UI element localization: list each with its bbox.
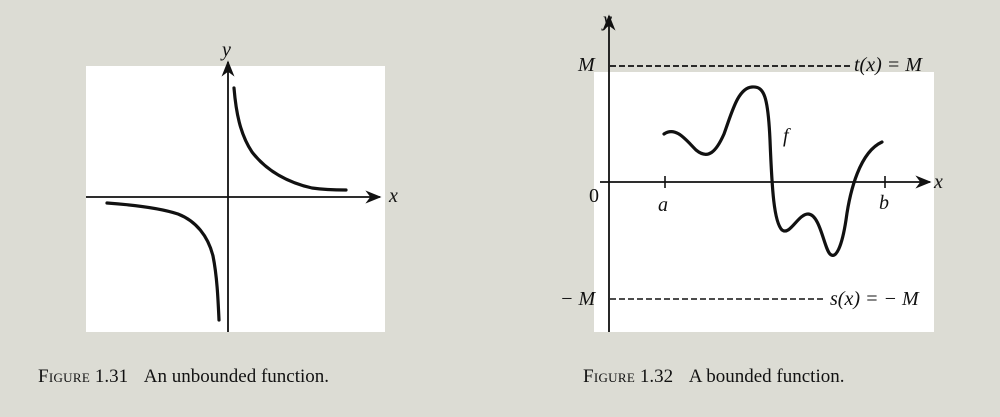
figure-number: 1.32: [639, 366, 674, 387]
figure-word: Figure: [583, 366, 636, 387]
fig2-function-label: f: [783, 125, 789, 147]
fig1-x-axis-label: x: [389, 185, 398, 207]
figure-number: 1.31: [94, 366, 129, 387]
fig2-lower-line-label: s(x) = − M: [830, 288, 919, 310]
fig2-a-label: a: [658, 194, 668, 216]
figure-1-32-plot-area: [594, 72, 934, 332]
fig2-upper-bound-label: M: [578, 54, 595, 76]
fig1-y-axis-label: y: [222, 39, 231, 61]
caption-text: A bounded function.: [688, 366, 845, 387]
fig2-origin-label: 0: [589, 185, 599, 207]
fig2-y-axis-label: y: [603, 9, 612, 31]
figure-1-32-caption: Figure 1.32 A bounded function.: [583, 366, 844, 388]
fig2-upper-line-label: t(x) = M: [854, 54, 922, 76]
fig2-function-curve: [662, 85, 884, 257]
fig1-curve-right-branch: [232, 86, 348, 192]
figure-1-31-caption: Figure 1.31 An unbounded function.: [38, 366, 329, 388]
figure-word: Figure: [38, 366, 91, 387]
fig2-x-axis-label: x: [934, 171, 943, 193]
fig2-b-label: b: [879, 192, 889, 214]
caption-text: An unbounded function.: [143, 366, 330, 387]
fig2-lower-bound-label: − M: [560, 288, 596, 310]
fig1-curve-left-branch: [105, 201, 221, 322]
